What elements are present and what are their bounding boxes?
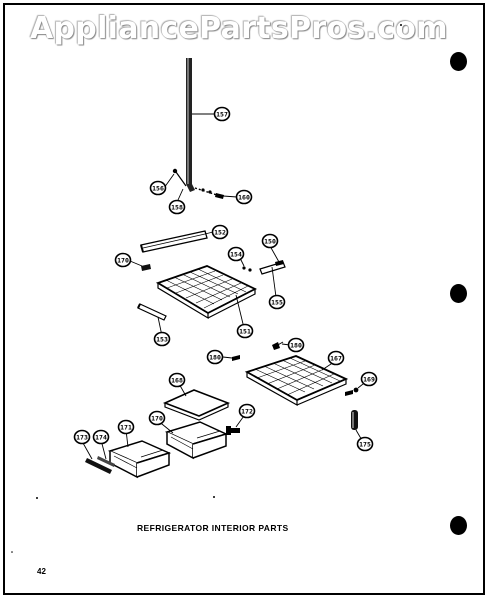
- part-crisper-cover: [162, 389, 231, 421]
- callout-4: 152: [211, 224, 229, 240]
- part-fastener-pair: [232, 341, 284, 361]
- callout-1: 156: [149, 180, 167, 196]
- svg-text:174: 174: [95, 433, 107, 441]
- part-drawer-rails: [85, 456, 115, 474]
- svg-text:170: 170: [117, 256, 129, 264]
- part-vertical-rod: [186, 58, 195, 192]
- part-rear-shelf-rail: [140, 230, 208, 253]
- svg-text:155: 155: [271, 298, 283, 306]
- part-upper-wire-shelf: [155, 265, 258, 320]
- svg-text:180: 180: [209, 353, 221, 361]
- svg-text:154: 154: [230, 250, 242, 258]
- callout-7: 150: [261, 233, 279, 249]
- part-shelf-clip: [141, 264, 151, 271]
- callout-labels: 157 156 158 160 152 170 154 150 153 151 …: [73, 106, 378, 452]
- callout-5: 170: [114, 252, 132, 268]
- svg-text:180: 180: [290, 341, 302, 349]
- callout-19: 173: [73, 429, 91, 445]
- callout-18: 170: [148, 410, 166, 426]
- svg-text:158: 158: [171, 203, 183, 211]
- part-lower-wire-shelf: [244, 355, 349, 407]
- svg-text:169: 169: [363, 375, 375, 383]
- svg-text:151: 151: [239, 327, 251, 335]
- callout-13: 167: [327, 350, 345, 366]
- svg-text:160: 160: [238, 193, 250, 201]
- page-border: [3, 3, 485, 595]
- svg-text:150: 150: [264, 237, 276, 245]
- svg-text:156: 156: [152, 184, 164, 192]
- binder-hole-bottom: [450, 516, 467, 535]
- scan-specks: [11, 24, 402, 553]
- callout-20: 174: [92, 429, 110, 445]
- callout-10: 155: [268, 294, 286, 310]
- callout-21: 175: [356, 436, 374, 452]
- callout-2: 158: [168, 199, 186, 215]
- binder-hole-middle: [450, 284, 467, 303]
- callout-3: 160: [235, 189, 253, 205]
- callout-17: 171: [117, 419, 135, 435]
- binder-hole-top: [450, 52, 467, 71]
- callout-12: 180: [287, 337, 305, 353]
- svg-text:175: 175: [359, 440, 371, 448]
- callout-15: 168: [168, 372, 186, 388]
- part-rod-hardware: [172, 168, 224, 199]
- part-shelf-support-screw: [345, 387, 359, 396]
- svg-text:173: 173: [76, 433, 88, 441]
- part-right-drawer: [164, 421, 229, 460]
- callout-6: 154: [227, 246, 245, 262]
- part-cylinder: [351, 410, 358, 430]
- callout-9: 151: [236, 323, 254, 339]
- svg-text:171: 171: [120, 423, 132, 431]
- svg-text:167: 167: [330, 354, 342, 362]
- callout-11: 180: [206, 349, 224, 365]
- watermark: AppliancePartsPros.com: [30, 11, 448, 46]
- part-left-drawer: [107, 440, 172, 479]
- part-front-shelf-rail: [137, 303, 167, 321]
- svg-text:157: 157: [216, 110, 228, 118]
- callout-8: 153: [153, 331, 171, 347]
- svg-text:170: 170: [151, 414, 163, 422]
- svg-text:153: 153: [156, 335, 168, 343]
- callout-16: 172: [238, 403, 256, 419]
- page-number: 42: [37, 567, 46, 576]
- callout-0: 157: [213, 106, 231, 122]
- svg-text:172: 172: [241, 407, 253, 415]
- diagram-caption: REFRIGERATOR INTERIOR PARTS: [137, 523, 289, 533]
- callout-14: 169: [360, 371, 378, 387]
- part-screw: [226, 426, 240, 435]
- svg-text:152: 152: [214, 228, 226, 236]
- svg-text:168: 168: [171, 376, 183, 384]
